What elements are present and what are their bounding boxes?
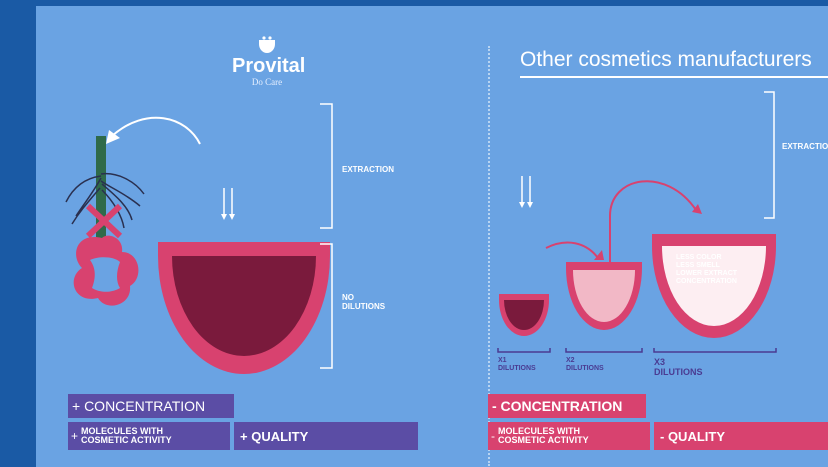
provital-logo-icon — [259, 36, 275, 53]
right-down-arrow-b-head — [527, 202, 533, 208]
cross-line-b — [85, 203, 123, 239]
other-manufacturers-heading: Other cosmetics manufacturers — [520, 48, 812, 71]
extraction-curve-arrow — [111, 116, 201, 145]
minus-molecules-bar: - MOLECULES WITH COSMETIC ACTIVITY — [488, 422, 650, 450]
arrow-x2-to-x3 — [609, 180, 697, 264]
x3-bowl-text: LESS COLOR LESS SMELL LOWER EXTRACT CONC… — [676, 254, 738, 285]
right-extraction-label: EXTRACTION — [782, 142, 828, 151]
arrow-x1-to-x2-head — [594, 250, 604, 260]
minus-quality-bar: - QUALITY — [654, 422, 828, 450]
center-divider — [488, 46, 490, 466]
plus-molecules-text: MOLECULES WITH COSMETIC ACTIVITY — [81, 426, 172, 445]
left-bowl-inner — [172, 256, 316, 356]
minus-molecules-text: MOLECULES WITH COSMETIC ACTIVITY — [498, 426, 589, 445]
right-down-arrow-a-head — [519, 202, 525, 208]
plus-quality-text: + QUALITY — [240, 428, 309, 444]
dilutions-bracket — [320, 243, 333, 369]
brand-name: Provital — [232, 55, 306, 77]
flower-root-center — [90, 257, 120, 292]
arrow-x2-to-x3-head — [692, 204, 702, 214]
bracket-x2 — [565, 348, 643, 353]
brand-tagline: Do Care — [251, 77, 283, 87]
provital-logo: Provital Do Care — [232, 36, 306, 87]
x1-dilutions-label: X1 DILUTIONS — [498, 357, 536, 372]
minus-concentration-text: - CONCENTRATION — [492, 398, 623, 414]
right-extraction-bracket — [764, 91, 775, 219]
bracket-x3 — [653, 348, 777, 353]
bowl-x1-inner — [504, 300, 544, 330]
x2-dilutions-label: X2 DILUTIONS — [566, 357, 604, 372]
arrow-x1-to-x2 — [545, 241, 599, 259]
left-down-arrow-b-head — [229, 214, 235, 220]
plant-stem — [96, 136, 106, 240]
left-extraction-label: EXTRACTION — [342, 165, 394, 174]
plus-quality-bar: + QUALITY — [234, 422, 418, 450]
minus-quality-text: - QUALITY — [660, 428, 725, 444]
minus-molecules-sign: - — [491, 429, 495, 443]
plus-concentration-bar: + CONCENTRATION — [68, 394, 234, 418]
plant-roots — [65, 172, 145, 229]
plus-molecules-bar: + MOLECULES WITH COSMETIC ACTIVITY — [68, 422, 230, 450]
bowl-x3-inner — [662, 246, 766, 326]
extraction-bracket — [320, 103, 333, 229]
plus-concentration-text: + CONCENTRATION — [72, 398, 206, 414]
extraction-curve-arrowhead — [106, 130, 120, 144]
bowl-x2-inner — [573, 270, 635, 322]
x3-dilutions-label: X3 DILUTIONS — [654, 357, 703, 377]
heading-underline — [520, 76, 828, 78]
plus-molecules-sign: + — [71, 429, 79, 443]
diagram-graphics — [65, 91, 777, 374]
no-dilutions-label: NO DILUTIONS — [342, 293, 386, 311]
left-down-arrow-a-head — [221, 214, 227, 220]
infographic-panel: Provital Do Care Other cosmetics manufac… — [36, 6, 828, 467]
minus-concentration-bar: - CONCENTRATION — [488, 394, 646, 418]
bracket-x1 — [497, 348, 551, 353]
